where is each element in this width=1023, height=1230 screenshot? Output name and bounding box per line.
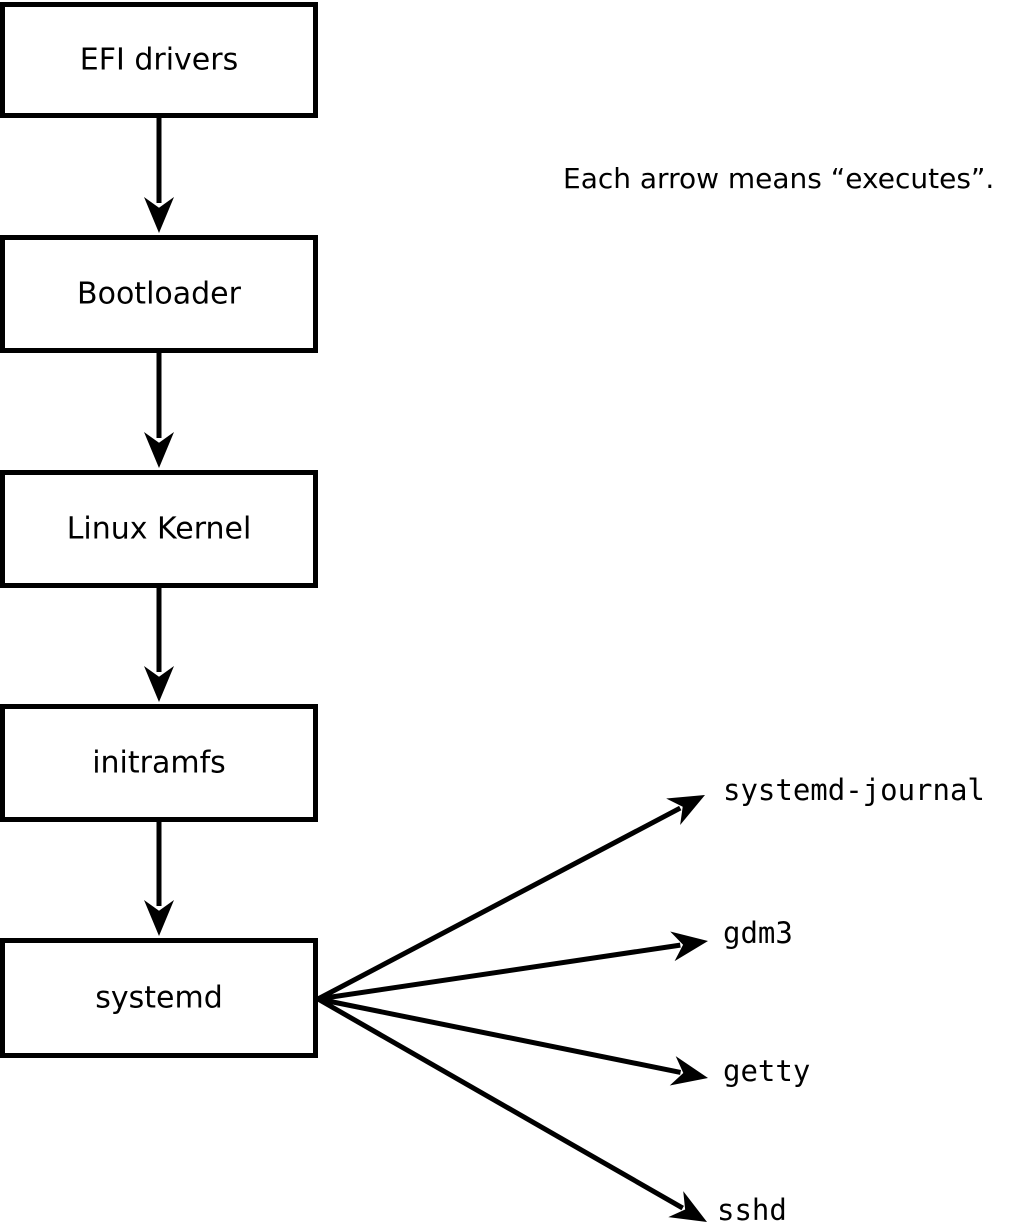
chain-arrows-group [144,118,174,936]
leaf-label-gdm3: gdm3 [723,916,793,950]
arrow-kernel-to-initramfs [144,588,174,702]
arrow-bootloader-to-kernel [144,353,174,468]
node-box-systemd [0,938,318,1058]
fan-labels-group: systemd-journal gdm3 getty sshd [717,773,985,1227]
node-label-initramfs: initramfs [92,746,226,781]
leaf-label-systemd-journal: systemd-journal [723,773,985,807]
annotation-label: Each arrow means “executes”. [563,162,994,195]
arrow-efi-to-bootloader [144,118,174,233]
node-efi-drivers[interactable]: EFI drivers [0,2,318,118]
leaf-label-getty: getty [723,1054,810,1088]
node-linux-kernel[interactable]: Linux Kernel [0,470,318,588]
fan-shaft-systemd-journal [316,805,682,1002]
node-initramfs[interactable]: initramfs [0,704,318,822]
fan-head-gdm3 [670,931,708,962]
arrow-head-initramfs-to-systemd [144,900,174,936]
node-systemd[interactable]: systemd [0,938,318,1058]
fan-arrows-group [316,795,708,1222]
node-label-linux-kernel: Linux Kernel [67,512,252,547]
fan-shaft-gdm3 [317,942,681,1002]
node-box-bootloader [0,235,318,353]
fan-head-systemd-journal [666,795,705,826]
fan-shaft-sshd [316,996,684,1211]
node-label-efi-drivers: EFI drivers [80,43,238,78]
node-label-systemd: systemd [95,981,223,1016]
leaf-label-sshd: sshd [717,1193,787,1227]
fan-shaft-getty [317,996,682,1075]
arrow-head-efi-to-bootloader [144,197,174,233]
fan-head-sshd [668,1191,707,1222]
arrow-initramfs-to-systemd [144,822,174,936]
fan-head-getty [669,1056,708,1086]
fan-arrow-sshd [316,996,707,1222]
node-box-initramfs [0,704,318,822]
node-box-efi-drivers [0,2,318,118]
arrow-head-kernel-to-initramfs [144,666,174,702]
node-bootloader[interactable]: Bootloader [0,235,318,353]
node-label-bootloader: Bootloader [77,277,242,312]
arrow-head-bootloader-to-kernel [144,432,174,468]
fan-arrow-systemd-journal [316,795,705,1002]
node-box-linux-kernel [0,470,318,588]
fan-arrow-getty [317,996,708,1086]
fan-arrow-gdm3 [317,931,708,1002]
